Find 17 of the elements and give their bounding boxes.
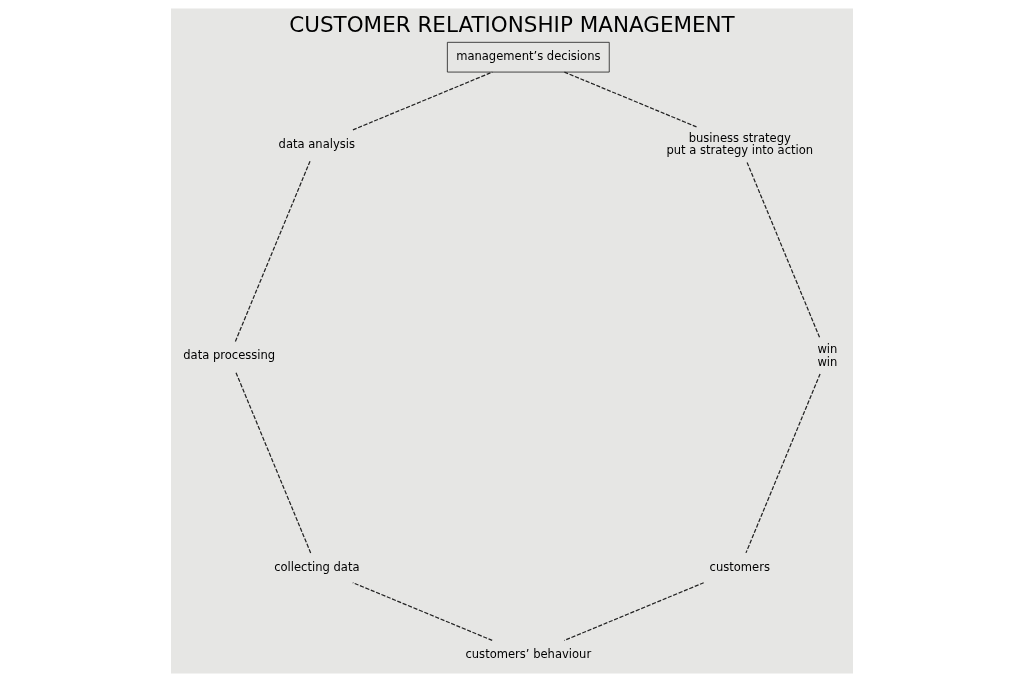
- connector: [234, 370, 311, 554]
- node-text: collecting data: [273, 559, 360, 574]
- connector: [351, 71, 493, 131]
- connector: [744, 373, 821, 554]
- node-text: win win: [816, 342, 837, 369]
- connector: [234, 159, 311, 343]
- connector: [563, 71, 698, 128]
- diagram-title: CUSTOMER RELATIONSHIP MANAGEMENT: [288, 12, 735, 38]
- node-text: customers: [709, 559, 770, 574]
- connector: [351, 582, 493, 642]
- node-text: data analysis: [278, 136, 355, 151]
- connector: [746, 161, 821, 340]
- node-text: customers’ behaviour: [464, 647, 591, 662]
- node-text: data processing: [182, 348, 275, 363]
- node-box: management’s decisions: [446, 41, 610, 73]
- connector: [563, 582, 704, 642]
- node-text: business strategy put a strategy into action: [665, 130, 813, 158]
